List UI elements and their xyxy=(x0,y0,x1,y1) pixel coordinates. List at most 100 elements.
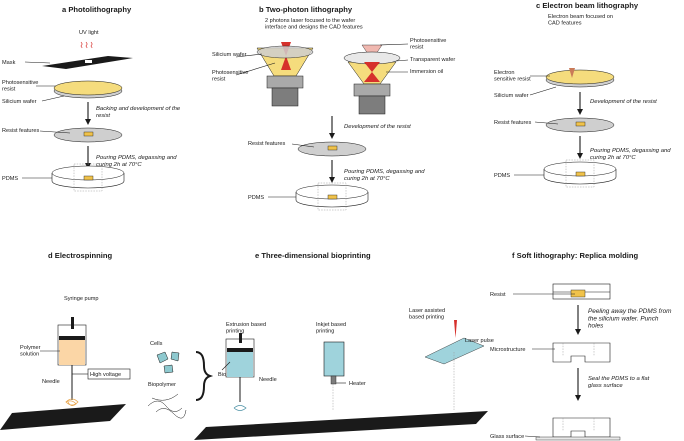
needle-label-d: Needle xyxy=(42,379,60,385)
wrapped-line: Backing and development of the xyxy=(96,106,181,112)
wrapped-line: Peeling away the PDMS from xyxy=(588,308,672,315)
wrapped-line: glass surface xyxy=(588,383,623,389)
panel-e-bioprinting: e Three-dimensional bioprinting Extrusio… xyxy=(147,251,494,440)
wrapped-line: Seal the PDMS to a flat xyxy=(588,376,650,382)
objective-lens-icon xyxy=(343,44,401,115)
resist-features-label-a: Resist features xyxy=(2,128,40,134)
wrapped-line: Pouring PDMS, degassing and xyxy=(96,155,177,161)
bioink-brace xyxy=(195,351,214,401)
glass-label-f: Glass surface xyxy=(490,434,524,440)
sealed-chip-f xyxy=(552,417,611,438)
pdms-feature-c xyxy=(575,171,586,177)
panel-c-electron-beam: c Electron beam lithography Electron bea… xyxy=(494,1,671,188)
resist-feature-f xyxy=(570,289,586,298)
inkjet-head xyxy=(323,341,345,377)
pump-label-d: Syringe pump xyxy=(64,296,99,302)
resist-feature-c xyxy=(575,121,586,127)
panel-f-title: f Soft lithography: Replica molding xyxy=(512,251,639,260)
wrapped-line: Pouring PDMS, degassing and xyxy=(590,148,671,154)
heater-label-e: Heater xyxy=(349,381,366,387)
panel-a-photolithography: a Photolithography UV light Mask Photose… xyxy=(2,5,181,192)
wrapped-line: Photosensitive xyxy=(2,80,38,86)
panel-b-two-photon: b Two-photon lithography 2 photons laser… xyxy=(212,5,455,211)
wrapped-line: solution xyxy=(20,351,39,357)
wrapped-line: based printing xyxy=(409,314,444,320)
wrapped-line: 2 photons laser focused to the wafer xyxy=(265,18,355,24)
wrapped-line: Photosensitive xyxy=(212,70,248,76)
panel-b-title: b Two-photon lithography xyxy=(259,5,353,14)
wrapped-line: Electron xyxy=(494,70,515,76)
biopolymer-label-e: Biopolymer xyxy=(148,382,176,388)
panel-a-title: a Photolithography xyxy=(62,5,132,14)
photoresist-a xyxy=(53,80,123,96)
oil-label-b: Immersion oil xyxy=(410,69,443,75)
mask-label: Mask xyxy=(2,60,16,66)
wrapped-line: sensitive resist xyxy=(494,76,531,82)
electron-beam xyxy=(569,68,575,78)
eresist-c xyxy=(545,69,615,85)
wrapped-line: holes xyxy=(588,323,604,330)
panel-e-title: e Three-dimensional bioprinting xyxy=(255,251,371,260)
extruded-coil-e xyxy=(233,405,247,411)
cell-icon xyxy=(156,351,180,374)
wrapped-line: interface and designs the CAD features xyxy=(265,24,363,30)
wrapped-line: the silicium wafer. Punch xyxy=(588,315,659,322)
wafer-label-a: Silicium wafer xyxy=(2,99,37,105)
resist-features-label-c: Resist features xyxy=(494,120,532,126)
panel-c-title: c Electron beam lithography xyxy=(536,1,639,10)
mask-window xyxy=(85,60,92,63)
pdms-feature-b xyxy=(327,194,338,200)
laser-ribbon-e xyxy=(424,337,485,365)
collector-plate-d xyxy=(0,404,126,430)
print-bed-e xyxy=(194,411,488,440)
uv-light-icon xyxy=(80,41,93,49)
wrapped-line: curing 2h at 70°C xyxy=(590,155,636,161)
transparent-label-b: Transparent wafer xyxy=(410,57,455,63)
step1-label-b: Development of the resist xyxy=(344,124,411,130)
pdms-label-b: PDMS xyxy=(248,195,264,201)
wrapped-line: Photosensitive xyxy=(410,38,446,44)
wrapped-line: printing xyxy=(226,328,244,334)
pdms-label-c: PDMS xyxy=(494,173,510,179)
pdms-label-a: PDMS xyxy=(2,176,18,182)
micro-label-f: Microstructure xyxy=(490,347,525,353)
wafer-label-c: Silicium wafer xyxy=(494,93,529,99)
syringe-icon xyxy=(225,333,255,402)
wafer-label-b: Silicium wafer xyxy=(212,52,247,58)
objective-lens-icon xyxy=(256,42,314,107)
wrapped-line: printing xyxy=(316,328,334,334)
microstructure-f xyxy=(552,342,611,363)
wrapped-line: CAD features xyxy=(548,20,582,26)
cells-label-e: Cells xyxy=(150,341,163,347)
panel-f-soft-lithography: f Soft lithography: Replica molding Resi… xyxy=(490,251,672,441)
resist-features-label-b: Resist features xyxy=(248,141,286,147)
wrapped-line: resist xyxy=(212,76,226,82)
wrapped-line: curing 2h at 70°C xyxy=(344,176,390,182)
pdms-feature-a xyxy=(83,175,94,181)
wrapped-line: Polymer xyxy=(20,345,41,351)
syringe-icon xyxy=(57,317,87,400)
biopolymer-fibers xyxy=(147,393,187,419)
